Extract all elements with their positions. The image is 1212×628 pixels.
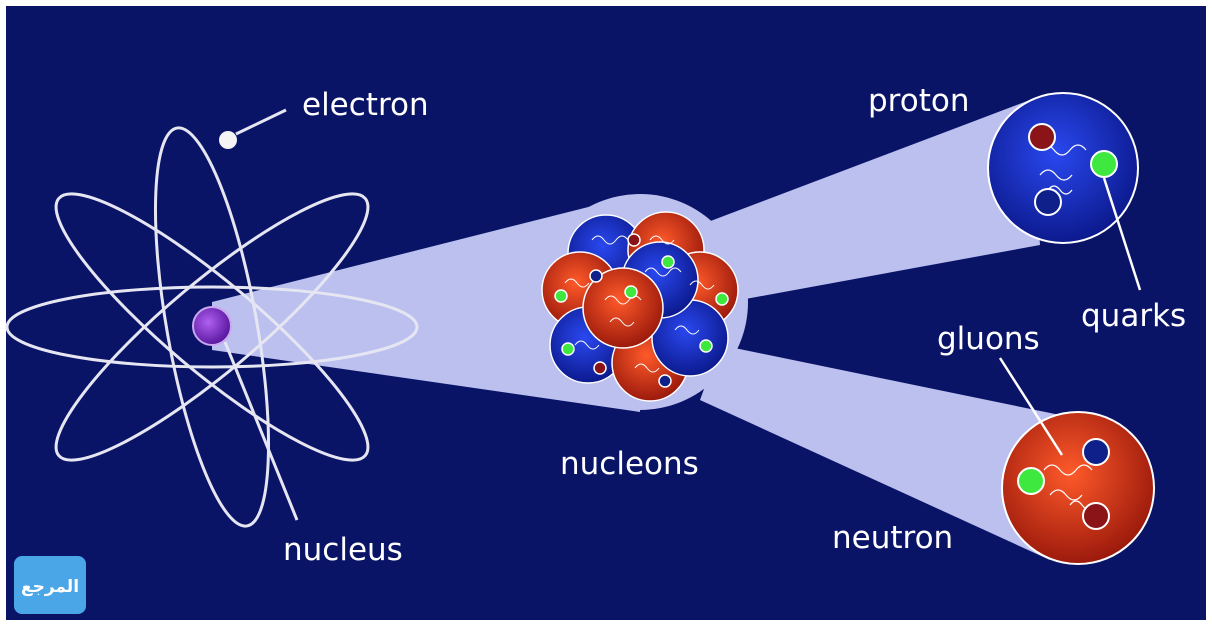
neutron-zoom-cone xyxy=(700,345,1060,560)
electron xyxy=(219,131,237,149)
nucleus-pointer xyxy=(223,341,299,521)
proton-sphere xyxy=(987,92,1139,244)
neutron-sphere xyxy=(1001,411,1155,565)
proton-zoom-cone xyxy=(700,100,1040,300)
proton-quark-red xyxy=(1028,123,1056,151)
neutron-quark-red xyxy=(1082,502,1110,530)
gluons-pointer xyxy=(998,357,1064,456)
site-logo-text: المرجع xyxy=(21,577,79,597)
site-logo: المرجع xyxy=(14,556,86,614)
proton-quark-green xyxy=(1090,150,1118,178)
nucleus-label: nucleus xyxy=(283,532,403,568)
neutron-quark-blue xyxy=(1082,438,1110,466)
quarks-pointer xyxy=(1102,177,1142,291)
gluons-label: gluons xyxy=(937,321,1040,357)
nucleus-zoom-cone xyxy=(212,194,640,412)
electron-label: electron xyxy=(302,87,429,123)
nucleon-cluster xyxy=(541,211,739,402)
proton-quark-blue xyxy=(1034,188,1062,216)
quarks-label: quarks xyxy=(1081,298,1186,334)
electron-pointer xyxy=(235,108,287,136)
neutron-label: neutron xyxy=(832,520,953,556)
electron-orbits xyxy=(5,126,419,528)
neutron-quark-green xyxy=(1017,467,1045,495)
nucleons-label: nucleons xyxy=(560,446,699,482)
atom-nucleus xyxy=(192,306,232,346)
proton-label: proton xyxy=(868,83,969,119)
